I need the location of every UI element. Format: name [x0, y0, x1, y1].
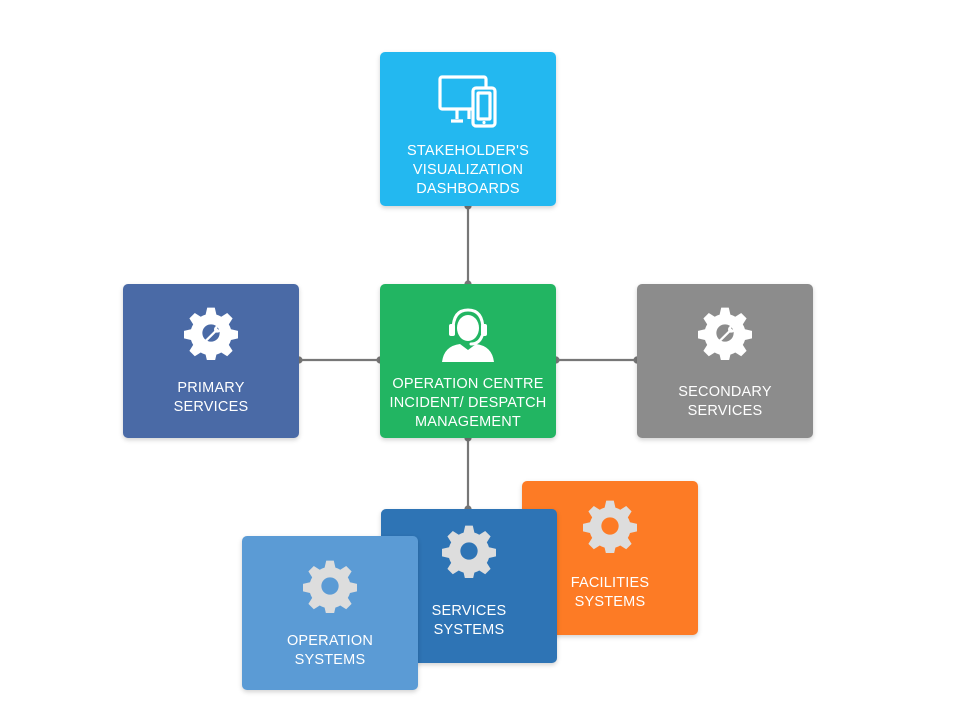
- label-line: SYSTEMS: [433, 622, 505, 638]
- label-line: STAKEHOLDER'S: [407, 143, 529, 159]
- node-secondary-services-label: SECONDARY SERVICES: [643, 383, 807, 421]
- label-line: OPERATION: [286, 633, 374, 649]
- label-line: SERVICES: [173, 399, 249, 415]
- label-line: DASHBOARDS: [416, 181, 520, 197]
- node-services-systems-label: SERVICES SYSTEMS: [387, 602, 551, 640]
- node-operation-systems-label: OPERATION SYSTEMS: [248, 632, 412, 670]
- gear-icon: [303, 559, 357, 613]
- label-line: PRIMARY: [177, 380, 245, 396]
- label-line: SERVICES: [431, 603, 507, 619]
- headset-operator-icon: [442, 308, 494, 362]
- node-primary-services: PRIMARY SERVICES: [123, 284, 299, 438]
- gear-wrench-icon: [184, 306, 238, 360]
- gear-icon: [583, 499, 637, 553]
- label-line: SERVICES: [687, 403, 763, 419]
- node-primary-services-label: PRIMARY SERVICES: [129, 379, 293, 417]
- label-line: FACILITIES: [570, 575, 650, 591]
- devices-icon: [438, 75, 497, 128]
- label-line: MANAGEMENT: [415, 414, 521, 430]
- label-line: SYSTEMS: [574, 594, 646, 610]
- node-operation-systems: OPERATION SYSTEMS: [242, 536, 418, 690]
- node-operation-centre: OPERATION CENTRE INCIDENT/ DESPATCH MANA…: [380, 284, 556, 438]
- label-line: OPERATION CENTRE: [392, 376, 544, 392]
- node-facilities-systems-label: FACILITIES SYSTEMS: [528, 574, 692, 612]
- node-dashboards: STAKEHOLDER'S VISUALIZATION DASHBOARDS: [380, 52, 556, 206]
- node-secondary-services: SECONDARY SERVICES: [637, 284, 813, 438]
- label-line: SECONDARY: [678, 384, 772, 400]
- label-line: INCIDENT/ DESPATCH: [389, 395, 547, 411]
- node-dashboards-label: STAKEHOLDER'S VISUALIZATION DASHBOARDS: [386, 142, 550, 199]
- label-line: SYSTEMS: [294, 652, 366, 668]
- gear-icon: [442, 524, 496, 578]
- node-operation-centre-label: OPERATION CENTRE INCIDENT/ DESPATCH MANA…: [386, 375, 550, 432]
- gear-wrench-icon: [698, 306, 752, 360]
- label-line: VISUALIZATION: [412, 162, 524, 178]
